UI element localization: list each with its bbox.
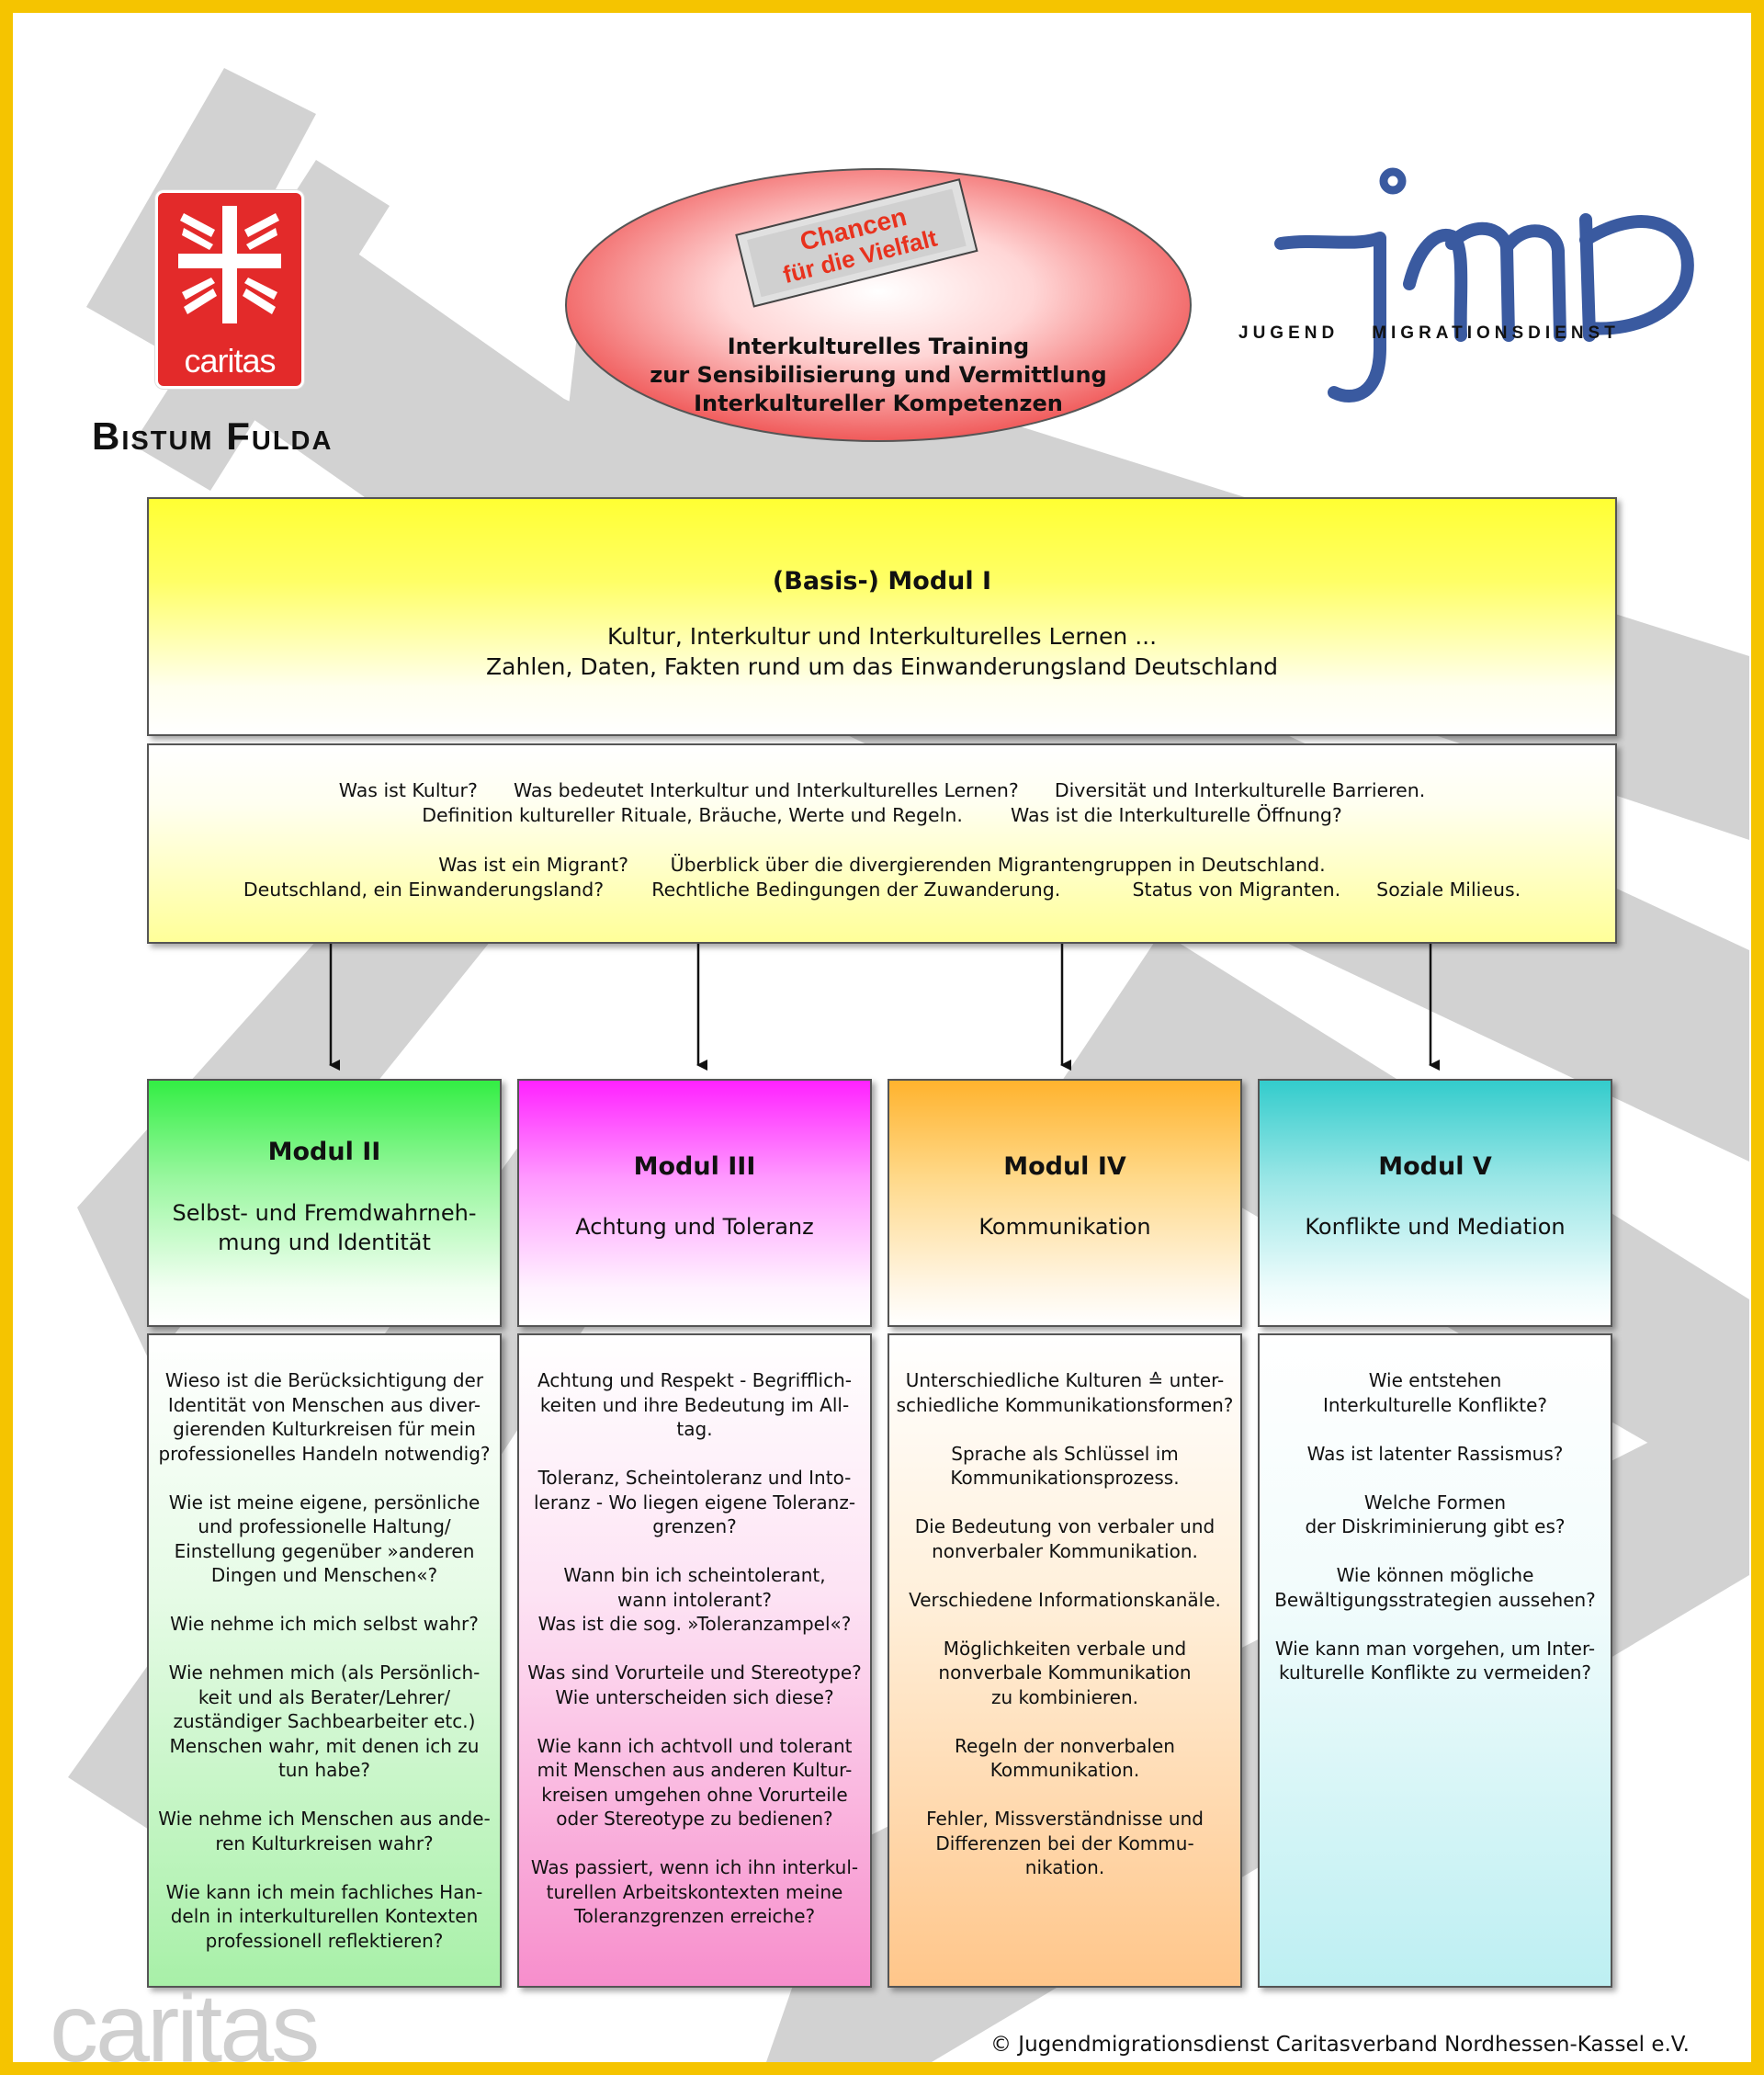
module-arrows: [329, 944, 1440, 1071]
module2-content: Wieso ist die Berücksichtigung der Ident…: [147, 1333, 502, 1988]
module2-subtitle: Selbst- und Fremdwahrneh- mung und Ident…: [172, 1200, 477, 1255]
module1-topics-text: Was ist Kultur? Was bedeutet Interkultur…: [243, 779, 1521, 901]
module3-title: Modul III: [633, 1152, 756, 1181]
caritas-watermark: caritas: [50, 1974, 320, 2062]
module5-content-text: Wie entstehen Interkulturelle Konflikte?…: [1274, 1369, 1596, 1684]
caritas-cross-icon: [178, 206, 281, 323]
module3-content: Achtung und Respekt - Begrifflich- keite…: [517, 1333, 872, 1988]
jmd-logo: [1274, 167, 1694, 403]
module1-subtitle: Kultur, Interkultur und Interkulturelles…: [149, 621, 1615, 682]
module1-title: (Basis-) Modul I: [772, 567, 992, 595]
module1-topics: Was ist Kultur? Was bedeutet Interkultur…: [147, 743, 1617, 944]
title-oval: Chancen für die Vielfalt: [565, 168, 1192, 442]
oval-line-3: Interkultureller Kompetenzen: [694, 391, 1063, 416]
module5-subtitle: Konflikte und Mediation: [1305, 1214, 1566, 1240]
jmd-sub-left: JUGEND: [1238, 323, 1340, 343]
module4-content: Unterschiedliche Kulturen ≙ unter- schie…: [888, 1333, 1242, 1988]
module3-subtitle: Achtung und Toleranz: [575, 1214, 814, 1240]
caritas-logo: caritas: [158, 193, 301, 386]
module4-header: Modul IV Kommunikation: [888, 1079, 1242, 1327]
module1-subtitle-line-2: Zahlen, Daten, Fakten rund um das Einwan…: [486, 653, 1278, 680]
module5-header: Modul V Konflikte und Mediation: [1258, 1079, 1612, 1327]
module1-header: (Basis-) Modul I Kultur, Interkultur und…: [147, 497, 1617, 736]
oval-line-1: Interkulturelles Training: [727, 334, 1030, 359]
module2-header: Modul II Selbst- und Fremdwahrneh- mung …: [147, 1079, 502, 1327]
copyright-footer: © Jugendmigrationsdienst Caritasverband …: [990, 2033, 1690, 2057]
caritas-logo-word: caritas: [184, 342, 276, 380]
module2-content-text: Wieso ist die Berücksichtigung der Ident…: [158, 1369, 491, 1952]
bistum-fulda-label: Bistum Fulda: [92, 414, 334, 458]
module5-content: Wie entstehen Interkulturelle Konflikte?…: [1258, 1333, 1612, 1988]
module3-header: Modul III Achtung und Toleranz: [517, 1079, 872, 1327]
module3-content-text: Achtung und Respekt - Begrifflich- keite…: [527, 1369, 862, 1927]
module4-subtitle: Kommunikation: [978, 1214, 1151, 1240]
module1-subtitle-line-1: Kultur, Interkultur und Interkulturelles…: [606, 623, 1158, 650]
jmd-sub-right: MIGRATIONSDIENST: [1372, 323, 1620, 343]
oval-text: Interkulturelles Training zur Sensibilis…: [619, 333, 1137, 418]
module2-title: Modul II: [267, 1138, 381, 1166]
oval-line-2: zur Sensibilisierung und Vermittlung: [650, 362, 1107, 388]
module4-title: Modul IV: [1003, 1152, 1126, 1181]
chancen-banner: Chancen für die Vielfalt: [735, 178, 978, 308]
poster-frame: caritas Bistum Fulda Chancen für die Vie…: [13, 13, 1751, 2062]
module5-title: Modul V: [1378, 1152, 1492, 1181]
module4-content-text: Unterschiedliche Kulturen ≙ unter- schie…: [896, 1369, 1234, 1878]
jmd-subtitle: JUGEND MIGRATIONSDIENST: [1238, 323, 1725, 344]
